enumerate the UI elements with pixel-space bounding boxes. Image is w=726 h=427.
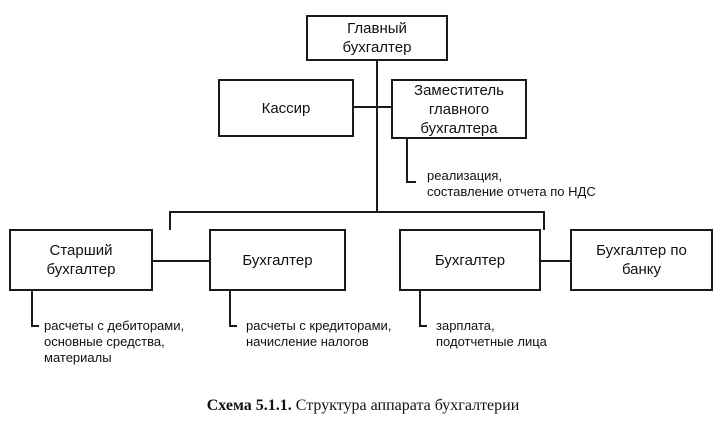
accountant-2-note: зарплата, подотчетные лица xyxy=(436,318,547,350)
deputy-note: реализация, составление отчета по НДС xyxy=(427,168,596,200)
deputy-note-line2: составление отчета по НДС xyxy=(427,184,596,199)
accountant-2-label: Бухгалтер xyxy=(434,251,506,269)
connector-senior-note-tick xyxy=(31,325,39,327)
accountant-1-label: Бухгалтер xyxy=(242,251,313,269)
connector-bus-right-drop xyxy=(543,211,545,230)
deputy-line2: главного xyxy=(428,100,490,118)
connector-deputy-note-tick xyxy=(406,181,416,183)
connector-senior-accountant1 xyxy=(152,260,210,262)
senior-note-line3: материалы xyxy=(44,350,112,365)
accountant-box-2: Бухгалтер xyxy=(399,229,541,291)
connector-senior-note xyxy=(31,290,33,327)
caption-number: Схема 5.1.1. xyxy=(206,397,292,414)
connector-deputy-note xyxy=(406,138,408,183)
connector-chief-trunk xyxy=(376,60,378,212)
caption-text: Структура аппарата бухгалтерии xyxy=(295,397,520,414)
chief-accountant-box: Главный бухгалтер xyxy=(306,15,448,61)
deputy-note-line1: реализация, xyxy=(427,168,503,183)
senior-note-line2: основные средства, xyxy=(44,334,165,349)
chief-accountant-line1: Главный xyxy=(347,20,407,37)
accountant-box-1: Бухгалтер xyxy=(209,229,346,291)
accountant-1-note-line1: расчеты с кредиторами, xyxy=(246,318,392,333)
connector-accountant1-note xyxy=(229,290,231,327)
deputy-line3: бухгалтера xyxy=(420,119,498,137)
senior-note-line1: расчеты с дебиторами, xyxy=(44,318,185,333)
connector-level2-bus xyxy=(169,211,545,213)
connector-accountant1-note-tick xyxy=(229,325,237,327)
connector-cashier xyxy=(353,106,376,108)
deputy-line1: Заместитель xyxy=(414,81,504,99)
cashier-label: Кассир xyxy=(261,99,311,117)
chief-accountant-line2: бухгалтер xyxy=(342,39,412,56)
connector-accountant2-note xyxy=(419,290,421,327)
accountant-1-note: расчеты с кредиторами, начисление налого… xyxy=(246,318,391,350)
senior-note: расчеты с дебиторами, основные средства,… xyxy=(44,318,184,366)
accountant-1-note-line2: начисление налогов xyxy=(246,334,369,349)
deputy-chief-accountant-box: Заместитель главного бухгалтера xyxy=(391,79,527,139)
diagram-caption: Схема 5.1.1. Структура аппарата бухгалте… xyxy=(0,397,726,415)
connector-deputy xyxy=(378,106,392,108)
bank-accountant-box: Бухгалтер по банку xyxy=(570,229,713,291)
connector-accountant2-bank xyxy=(540,260,571,262)
connector-bus-left-drop xyxy=(169,211,171,230)
bank-accountant-label: Бухгалтер по банку xyxy=(596,242,687,278)
senior-accountant-label: Старший бухгалтер xyxy=(46,242,116,278)
connector-accountant2-note-tick xyxy=(419,325,427,327)
cashier-box: Кассир xyxy=(218,79,354,137)
accountant-2-note-line1: зарплата, xyxy=(436,318,495,333)
accountant-2-note-line2: подотчетные лица xyxy=(436,334,547,349)
senior-accountant-box: Старший бухгалтер xyxy=(9,229,153,291)
